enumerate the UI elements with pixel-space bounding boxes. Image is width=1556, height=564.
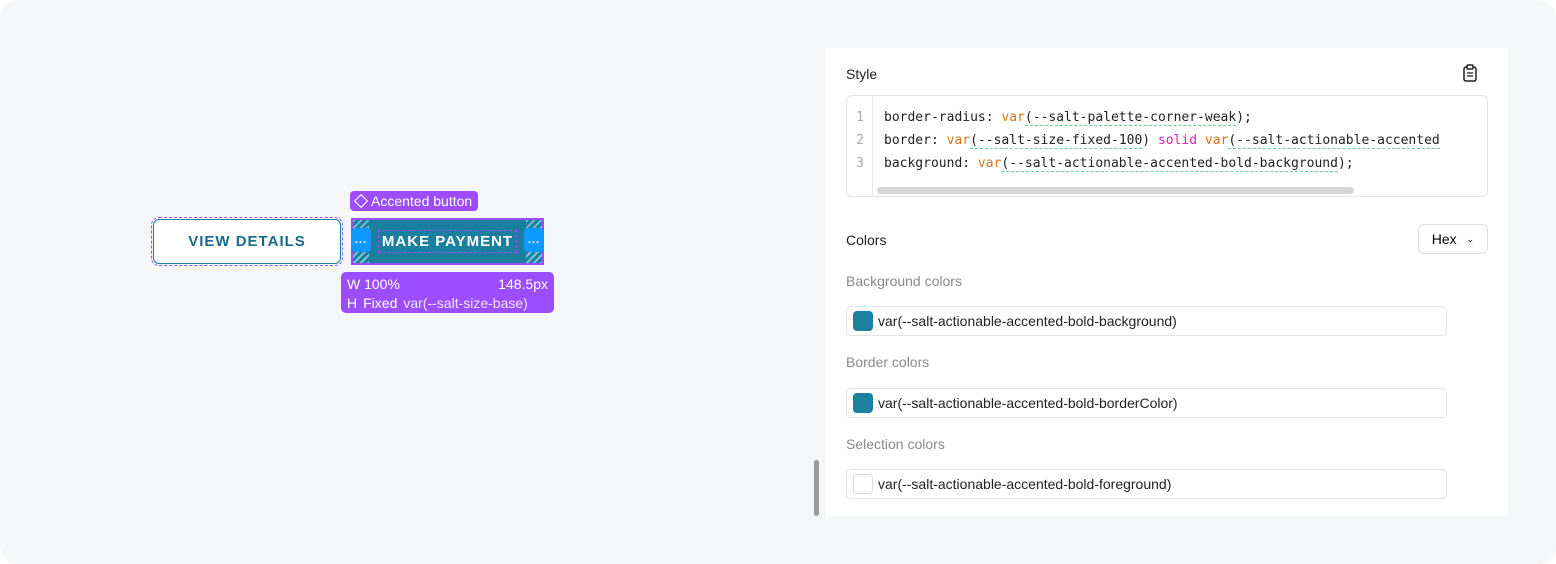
width-px: 148.5px [498,275,548,292]
component-diamond-icon [353,193,369,209]
view-details-button[interactable]: VIEW DETAILS [151,217,343,266]
width-value: 100% [364,275,400,292]
color-token: var(--salt-actionable-accented-bold-bord… [878,395,1178,411]
border-color-field[interactable]: var(--salt-actionable-accented-bold-bord… [846,388,1447,418]
resize-handle-right[interactable]: ... [524,228,544,252]
chevron-down-icon: ⌄ [1466,233,1475,244]
background-color-field[interactable]: var(--salt-actionable-accented-bold-back… [846,306,1447,336]
component-tag[interactable]: Accented button [350,191,479,211]
colors-title: Colors [846,232,887,248]
inspector-panel: Style 1 2 3 border-radius: var(--salt-pa… [826,48,1508,516]
component-tag-label: Accented button [371,193,473,209]
color-format-select[interactable]: Hex ⌄ [1418,224,1488,254]
style-code-block[interactable]: 1 2 3 border-radius: var(--salt-palette-… [846,95,1488,197]
clipboard-icon[interactable] [1463,64,1477,82]
resize-handle-left[interactable]: ... [351,228,371,252]
style-title: Style [846,66,878,82]
selection-colors-label: Selection colors [846,436,945,452]
color-token: var(--salt-actionable-accented-bold-fore… [878,476,1172,492]
code-line: border-radius: var(--salt-palette-corner… [884,110,1252,126]
line-number: 1 [856,110,864,125]
color-format-value: Hex [1431,231,1457,247]
height-value: var(--salt-size-base) [403,294,528,311]
line-number: 2 [856,133,864,148]
border-colors-label: Border colors [846,354,930,370]
line-number: 3 [856,156,864,171]
color-swatch [853,393,873,413]
selection-color-field[interactable]: var(--salt-actionable-accented-bold-fore… [846,469,1447,499]
make-payment-button[interactable]: ... ... MAKE PAYMENT [351,218,544,265]
line-gutter: 1 2 3 [847,96,873,196]
make-payment-label: MAKE PAYMENT [377,230,518,253]
color-swatch [853,474,873,494]
height-label: H [347,294,358,311]
height-mode: Fixed [363,294,398,311]
color-token: var(--salt-actionable-accented-bold-back… [878,313,1177,329]
width-label: W [347,275,361,292]
color-swatch [853,311,873,331]
horizontal-scrollbar[interactable] [877,187,1354,194]
dimensions-badge: W 100% 148.5px H Fixed var(--salt-size-base… [341,272,554,313]
vertical-scrollbar[interactable] [814,460,819,516]
background-colors-label: Background colors [846,273,962,289]
code-line: background: var(--salt-actionable-accent… [884,156,1354,172]
code-line: border: var(--salt-size-fixed-100) solid… [884,133,1440,149]
